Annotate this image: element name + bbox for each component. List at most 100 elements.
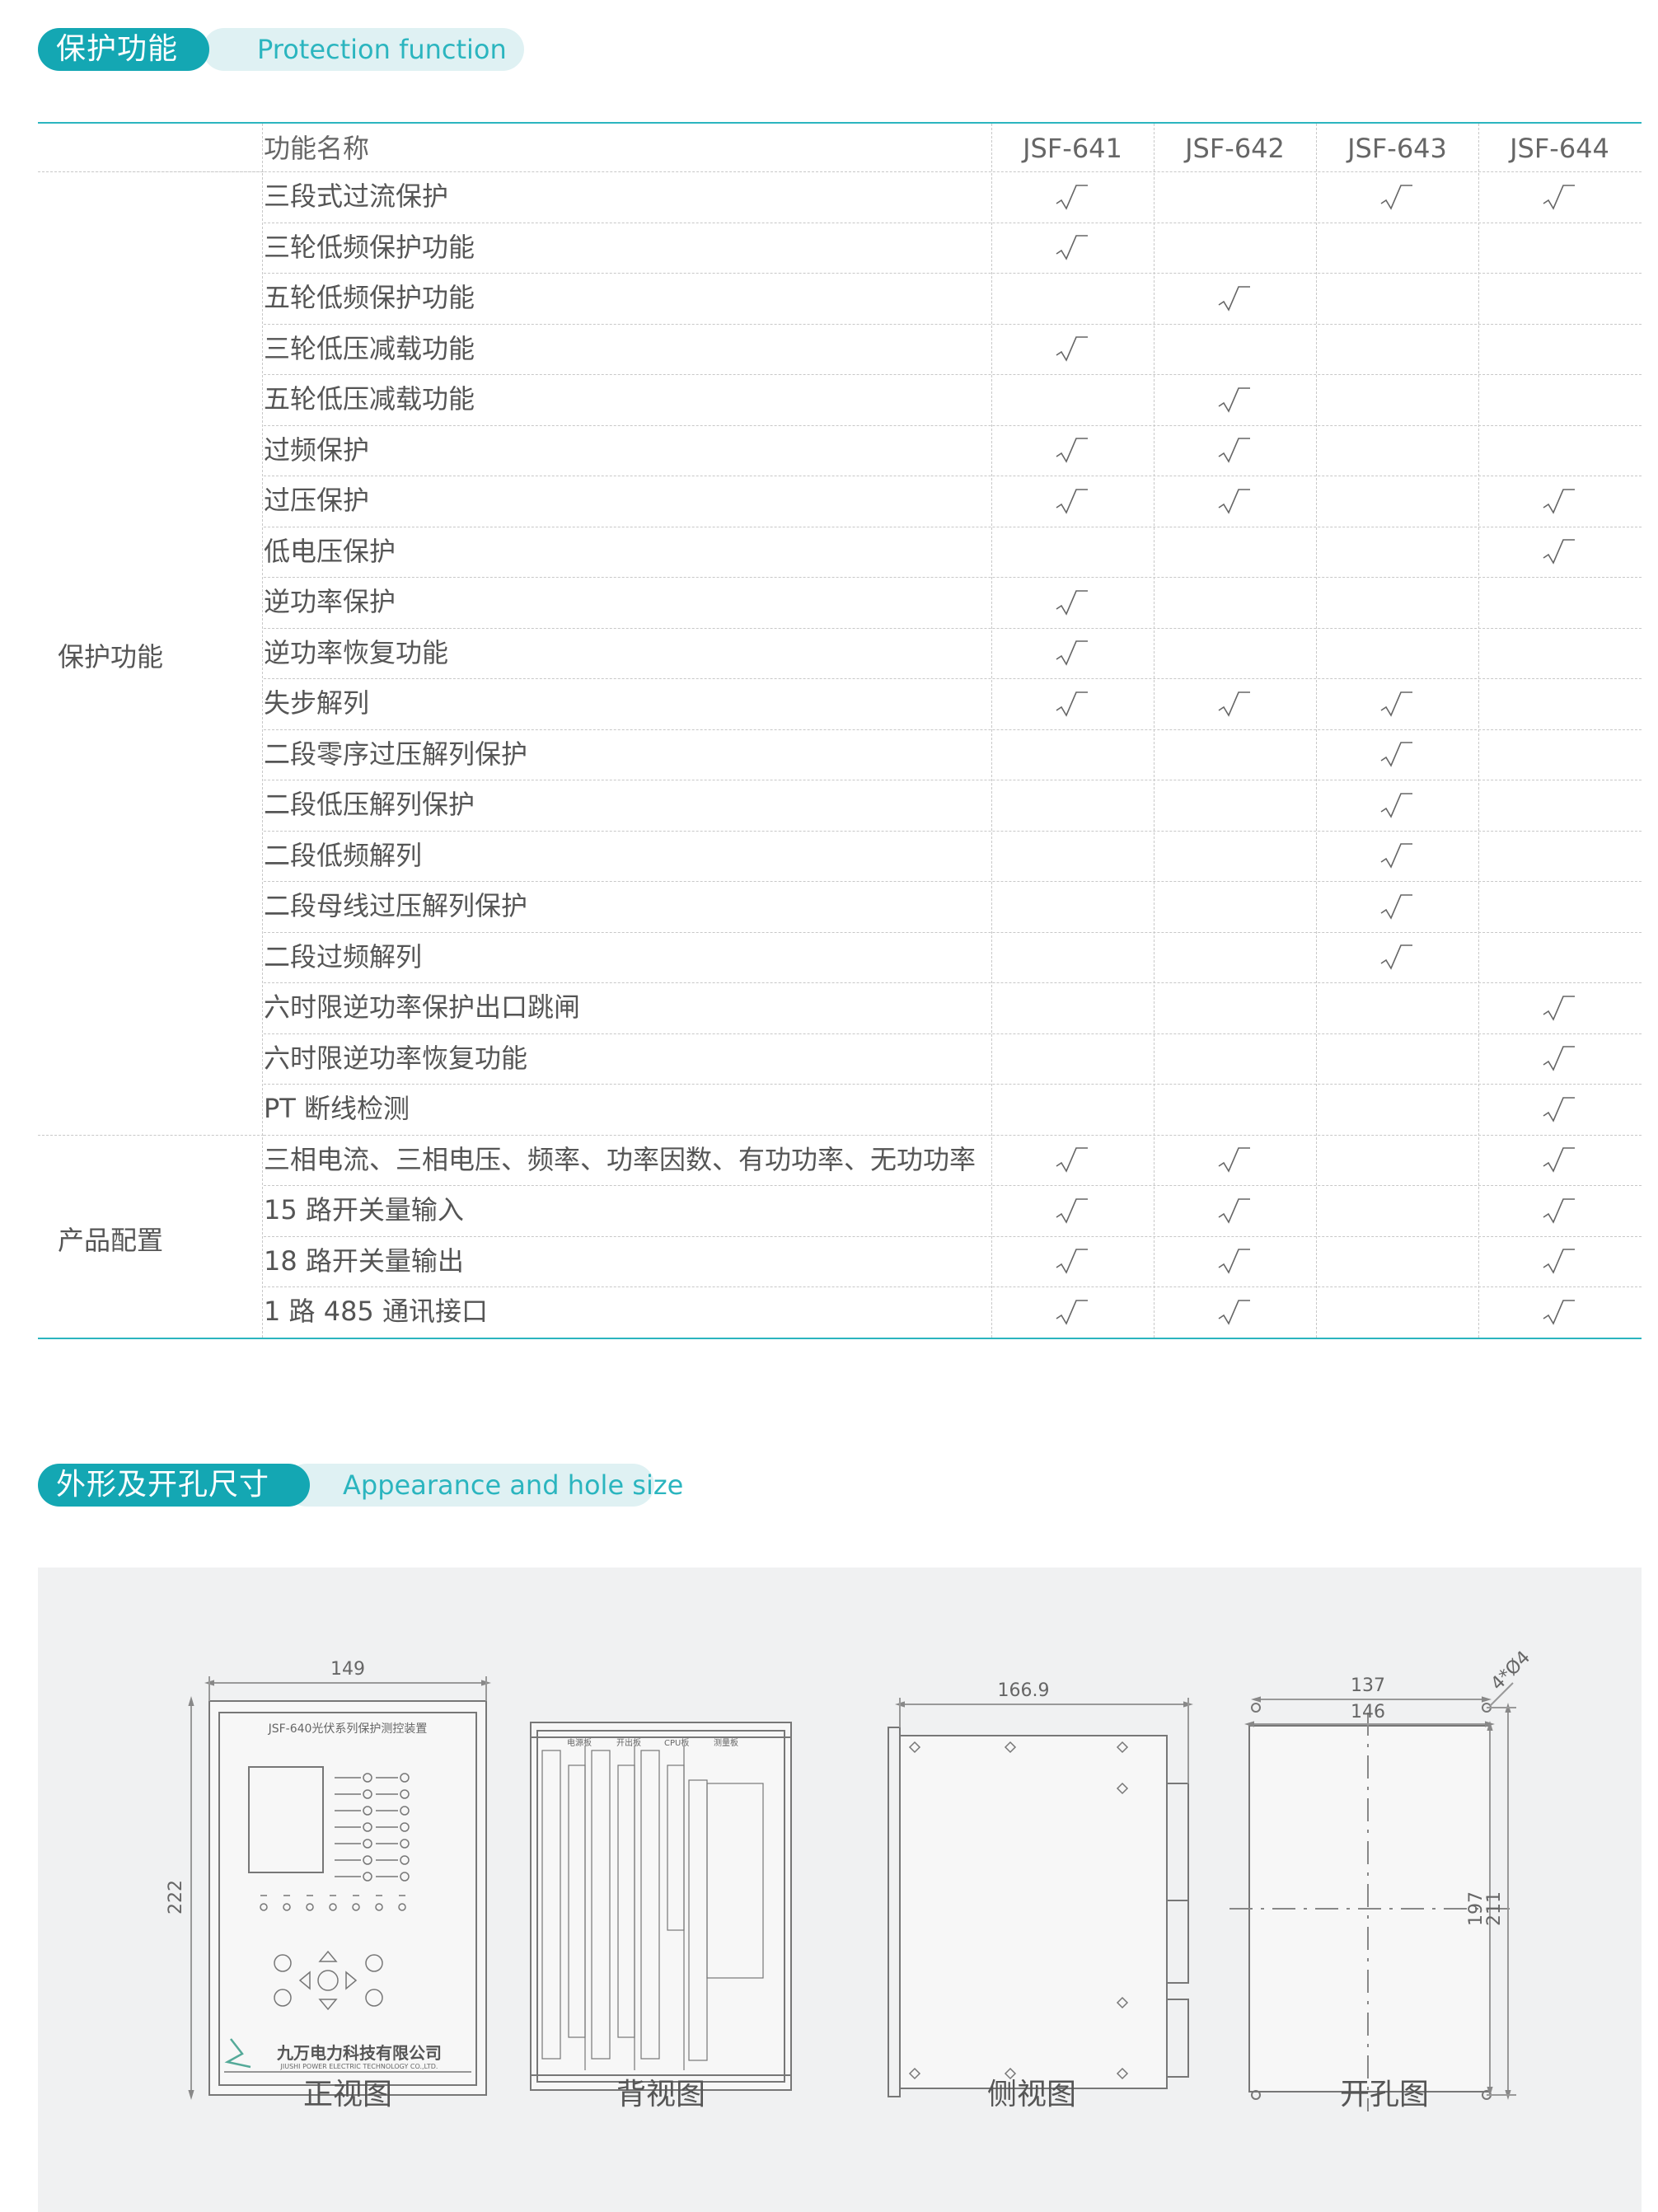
function-name: 逆功率保护	[264, 586, 396, 617]
cutout-dim-137: 137	[1351, 1675, 1385, 1696]
section-title-protection: Protection function 保护功能	[38, 28, 524, 71]
check-mark-icon	[1540, 1297, 1580, 1327]
check-mark-icon	[1378, 790, 1417, 820]
column-divider	[991, 124, 992, 1338]
check-mark-icon	[1053, 1196, 1093, 1226]
function-name: 三相电流、三相电压、频率、功率因数、有功功率、无功功率	[264, 1143, 977, 1175]
check-mark-icon	[1540, 993, 1580, 1023]
check-mark-icon	[1378, 892, 1417, 921]
check-mark-icon	[1540, 1043, 1580, 1073]
check-mark-icon	[1378, 182, 1417, 212]
table-row	[264, 1185, 1642, 1237]
header-model: JSF-642	[1185, 133, 1285, 164]
function-name: 18 路开关量输出	[264, 1244, 464, 1277]
function-name: 15 路开关量输入	[264, 1194, 464, 1226]
check-mark-icon	[1053, 689, 1093, 719]
table-row	[264, 1135, 1642, 1186]
function-name: 五轮低频保护功能	[264, 282, 475, 313]
function-name: 五轮低压减载功能	[264, 383, 475, 415]
table-row	[264, 881, 1642, 933]
cutout-dim-211: 211	[1484, 1891, 1505, 1926]
table-row	[264, 1084, 1642, 1136]
category-separator	[38, 122, 264, 172]
function-name: 三轮低频保护功能	[264, 231, 475, 263]
check-mark-icon	[1378, 841, 1417, 870]
table-row	[264, 982, 1642, 1034]
function-name: 六时限逆功率恢复功能	[264, 1042, 528, 1074]
check-mark-icon	[1540, 537, 1580, 566]
function-name: 过频保护	[264, 433, 370, 466]
category-label: 产品配置	[58, 1224, 164, 1256]
check-mark-icon	[1215, 1196, 1255, 1226]
function-name: 低电压保护	[264, 535, 396, 567]
check-mark-icon	[1215, 689, 1255, 719]
board-label: 电源板	[567, 1737, 592, 1748]
board-label: 开出板	[616, 1737, 641, 1748]
board-label: CPU板	[664, 1737, 689, 1748]
function-name: 二段低频解列	[264, 839, 423, 871]
side-view-labels: 166.9	[998, 1680, 1050, 1701]
category-separator	[38, 1084, 264, 1136]
check-mark-icon	[1215, 284, 1255, 313]
function-name: 二段低压解列保护	[264, 789, 475, 820]
check-mark-icon	[1215, 385, 1255, 415]
back-board-labels: 电源板 开出板 CPU板 测量板	[567, 1737, 738, 1748]
check-mark-icon	[1378, 689, 1417, 719]
table-top-rule	[38, 122, 1642, 124]
table-row	[264, 425, 1642, 476]
header-model: JSF-644	[1510, 133, 1609, 164]
table-row	[264, 729, 1642, 780]
table-row	[264, 831, 1642, 882]
cutout-view-drawing	[1229, 1682, 1516, 2111]
check-mark-icon	[1215, 435, 1255, 465]
front-height-dim: 222	[166, 1880, 186, 1914]
table-row	[264, 1033, 1642, 1085]
function-name: 六时限逆功率保护出口跳闸	[264, 991, 581, 1023]
front-company-en: JIUSHI POWER ELECTRIC TECHNOLOGY CO.,LTD…	[280, 2063, 438, 2070]
section-title-cn: 保护功能	[38, 28, 209, 71]
check-mark-icon	[1540, 182, 1580, 212]
table-row	[264, 932, 1642, 983]
category-label: 保护功能	[58, 641, 164, 673]
cutout-view-caption: 开孔图	[1339, 2078, 1429, 2111]
check-mark-icon	[1053, 1297, 1093, 1327]
front-view-labels: 149 222 JSF-640光伏系列保护测控装置 九万电力科技有限公司 JIU…	[166, 1659, 442, 2070]
check-mark-icon	[1053, 334, 1093, 363]
side-view-drawing	[888, 1698, 1193, 2097]
check-mark-icon	[1540, 1094, 1580, 1124]
section-title-cn: 外形及开孔尺寸	[38, 1464, 310, 1507]
section-title-en: Protection function	[203, 28, 524, 71]
check-mark-icon	[1540, 1196, 1580, 1226]
table-bottom-rule	[38, 1337, 1642, 1339]
table-row	[264, 527, 1642, 578]
table-row	[264, 628, 1642, 679]
cutout-dim-146: 146	[1351, 1702, 1385, 1722]
check-mark-icon	[1215, 486, 1255, 516]
front-panel-title: JSF-640光伏系列保护测控装置	[268, 1722, 428, 1736]
check-mark-icon	[1378, 739, 1417, 769]
table-row	[264, 476, 1642, 527]
header-model: JSF-641	[1023, 133, 1122, 164]
function-name: 过压保护	[264, 485, 370, 516]
header-model: JSF-643	[1347, 133, 1447, 164]
check-mark-icon	[1053, 435, 1093, 465]
table-row	[264, 374, 1642, 426]
front-view-caption: 正视图	[302, 2078, 392, 2111]
cutout-hole-note: 4*Ø4	[1487, 1647, 1534, 1694]
function-name: 二段过频解列	[264, 940, 423, 972]
table-row	[264, 577, 1642, 629]
dimension-drawings-panel: 149 222 JSF-640光伏系列保护测控装置 九万电力科技有限公司 JIU…	[38, 1568, 1642, 2212]
check-mark-icon	[1378, 942, 1417, 972]
check-mark-icon	[1540, 1246, 1580, 1276]
check-mark-icon	[1053, 182, 1093, 212]
front-view-drawing	[188, 1676, 491, 2100]
board-label: 测量板	[714, 1737, 738, 1748]
front-company-cn: 九万电力科技有限公司	[276, 2043, 442, 2063]
column-divider	[1478, 124, 1479, 1338]
front-width-dim: 149	[330, 1659, 365, 1680]
check-mark-icon	[1053, 1246, 1093, 1276]
section-title-en: Appearance and hole size	[285, 1464, 683, 1507]
column-divider	[262, 124, 263, 1338]
header-function-name: 功能名称	[264, 133, 370, 164]
function-name: 逆功率恢复功能	[264, 636, 449, 668]
